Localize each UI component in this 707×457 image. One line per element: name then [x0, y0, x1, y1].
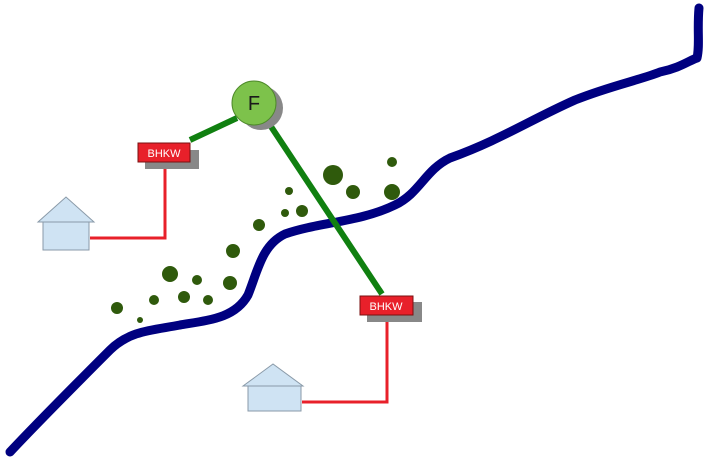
river — [5, 3, 704, 457]
tree-icon — [281, 209, 289, 217]
tree-icon — [296, 205, 308, 217]
bhkw-unit-left[interactable]: BHKW — [137, 142, 199, 169]
tree-icon — [323, 165, 343, 185]
pipeline-left — [188, 115, 239, 143]
power-line-left — [90, 163, 167, 240]
tree-icon — [178, 291, 190, 303]
house-body — [247, 385, 302, 412]
house-icon[interactable] — [36, 196, 96, 251]
tree-icon — [111, 302, 123, 314]
tree-icon — [285, 187, 293, 195]
pipeline-right — [265, 120, 385, 296]
bhkw-unit-right[interactable]: BHKW — [359, 295, 422, 322]
tree-icon — [162, 266, 178, 282]
tree-icon — [226, 244, 240, 258]
tree-icon — [223, 276, 237, 290]
tree-icon — [384, 184, 400, 200]
tree-icon — [192, 275, 202, 285]
house-roof — [36, 196, 96, 223]
house-roof — [241, 363, 305, 387]
house-icon[interactable] — [241, 363, 305, 412]
bhkw-label: BHKW — [148, 148, 182, 160]
bhkw-box — [359, 295, 414, 316]
bhkw-label: BHKW — [370, 301, 404, 313]
power-line-right — [302, 314, 389, 404]
central-node-circle — [231, 80, 277, 126]
tree-icon — [149, 295, 159, 305]
tree-icon — [137, 317, 143, 323]
central-node-label: F — [248, 93, 260, 115]
tree-icon — [346, 185, 360, 199]
tree-icon — [203, 295, 213, 305]
tree-icon — [387, 157, 397, 167]
tree-group — [111, 157, 400, 323]
tree-icon — [253, 219, 265, 231]
house-body — [42, 221, 90, 251]
central-node[interactable]: F — [231, 80, 283, 130]
bhkw-box — [137, 142, 191, 163]
